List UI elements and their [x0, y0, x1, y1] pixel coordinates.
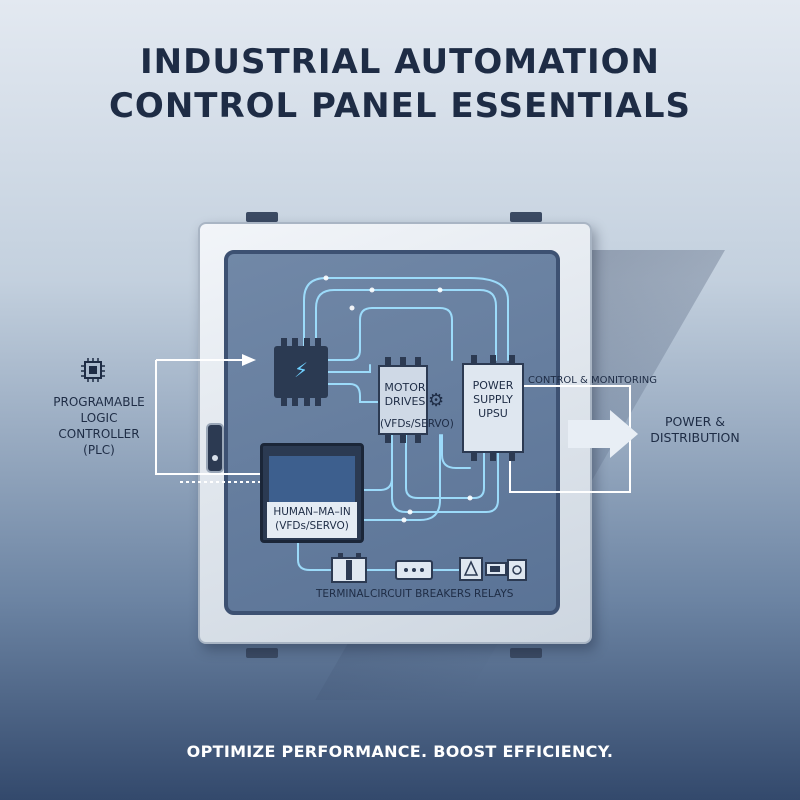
- plc-label: PROGRAMABLE LOGIC CONTROLLER (PLC): [38, 394, 160, 458]
- wire-motor-psu-inner: [405, 434, 485, 499]
- relay-icons: [459, 557, 527, 581]
- title-line-2: CONTROL PANEL ESSENTIALS: [108, 86, 692, 126]
- psu-label: POWER SUPPLY UPSU: [464, 379, 522, 421]
- plc-arrowhead: [242, 354, 256, 366]
- plc-label-line4: (PLC): [83, 443, 115, 457]
- bottom-foot-right: [510, 648, 542, 658]
- power-supply-module[interactable]: POWER SUPPLY UPSU: [462, 355, 524, 461]
- power-distribution-line2: DISTRIBUTION: [650, 430, 740, 445]
- wire-hmi-terminal: [297, 542, 333, 571]
- control-monitoring-label: CONTROL & MONITORING: [528, 375, 658, 386]
- power-distribution-label: POWER & DISTRIBUTION: [640, 414, 750, 446]
- wire-hmi-motor-2: [363, 434, 441, 521]
- motor-drives-module[interactable]: MOTOR DRIVES: [378, 357, 430, 443]
- motor-label-line2: DRIVES: [384, 395, 426, 408]
- plc-label-line1: PROGRAMABLE: [53, 395, 145, 409]
- hmi-screen: [269, 456, 355, 504]
- gear-icon: ⚙: [428, 390, 445, 411]
- psu-label-line2: SUPPLY: [473, 393, 513, 406]
- power-arrow-head: [610, 410, 638, 458]
- relays-label: RELAYS: [474, 588, 514, 600]
- terminal-icon: [331, 553, 367, 583]
- tagline: OPTIMIZE PERFORMANCE. BOOST EFFICIENCY.: [186, 742, 614, 761]
- psu-pins-top: [464, 355, 522, 363]
- motor-pins-bottom: [380, 435, 426, 443]
- wire-chip-motor-2: [327, 364, 371, 373]
- title-line-1: INDUSTRIAL AUTOMATION: [140, 42, 660, 82]
- motor-label: MOTOR DRIVES: [380, 381, 430, 409]
- hmi-label-line2: (VFDs/SERVO): [275, 520, 349, 532]
- plc-chip-module[interactable]: ⚡: [274, 346, 328, 398]
- plc-label-line3: CONTROLLER: [58, 427, 140, 441]
- plc-icon: [81, 358, 105, 382]
- motor-label-line1: MOTOR: [384, 381, 426, 394]
- circuit-breaker-icon: [395, 560, 433, 580]
- psu-label-line3: UPSU: [478, 407, 508, 420]
- top-hinge-left: [246, 212, 278, 222]
- bolt-icon: ⚡: [293, 358, 309, 382]
- wire-chip-motor: [327, 307, 453, 361]
- terminal-label: TERMINAL: [316, 588, 370, 600]
- bottom-foot-left: [246, 648, 278, 658]
- motor-pins-top: [380, 357, 426, 365]
- psu-pins-bottom: [464, 453, 522, 461]
- plc-label-line2: LOGIC: [80, 411, 118, 425]
- wire-top-loop-outer: [303, 277, 509, 361]
- hmi-panel[interactable]: HUMAN–MA–IN (VFDs/SERVO): [260, 443, 364, 543]
- power-distribution-line1: POWER &: [664, 414, 726, 429]
- motor-sublabel: (VFDs/SERVO): [380, 418, 454, 430]
- chip-pins-bottom: [278, 398, 324, 406]
- door-latch[interactable]: [206, 423, 224, 473]
- hmi-label: HUMAN–MA–IN (VFDs/SERVO): [267, 502, 357, 538]
- psu-label-line1: POWER: [472, 379, 514, 392]
- plc-callout-line-bottom: [155, 360, 260, 475]
- power-arrow-body: [568, 420, 616, 448]
- wire-hmi-motor: [363, 477, 393, 491]
- page-title: INDUSTRIAL AUTOMATION CONTROL PANEL ESSE…: [0, 40, 800, 128]
- wire-motor-psu-loop: [391, 434, 499, 513]
- wire-chip-motor-3: [327, 383, 379, 403]
- wire-motor-psu-3: [441, 434, 471, 469]
- psu-callout-line: [509, 385, 631, 493]
- top-hinge-right: [510, 212, 542, 222]
- circuit-breakers-label: CIRCUIT BREAKERS: [370, 588, 471, 600]
- wire-top-loop: [315, 289, 497, 361]
- hmi-label-line1: HUMAN–MA–IN: [273, 506, 351, 518]
- chip-pins-top: [278, 338, 324, 346]
